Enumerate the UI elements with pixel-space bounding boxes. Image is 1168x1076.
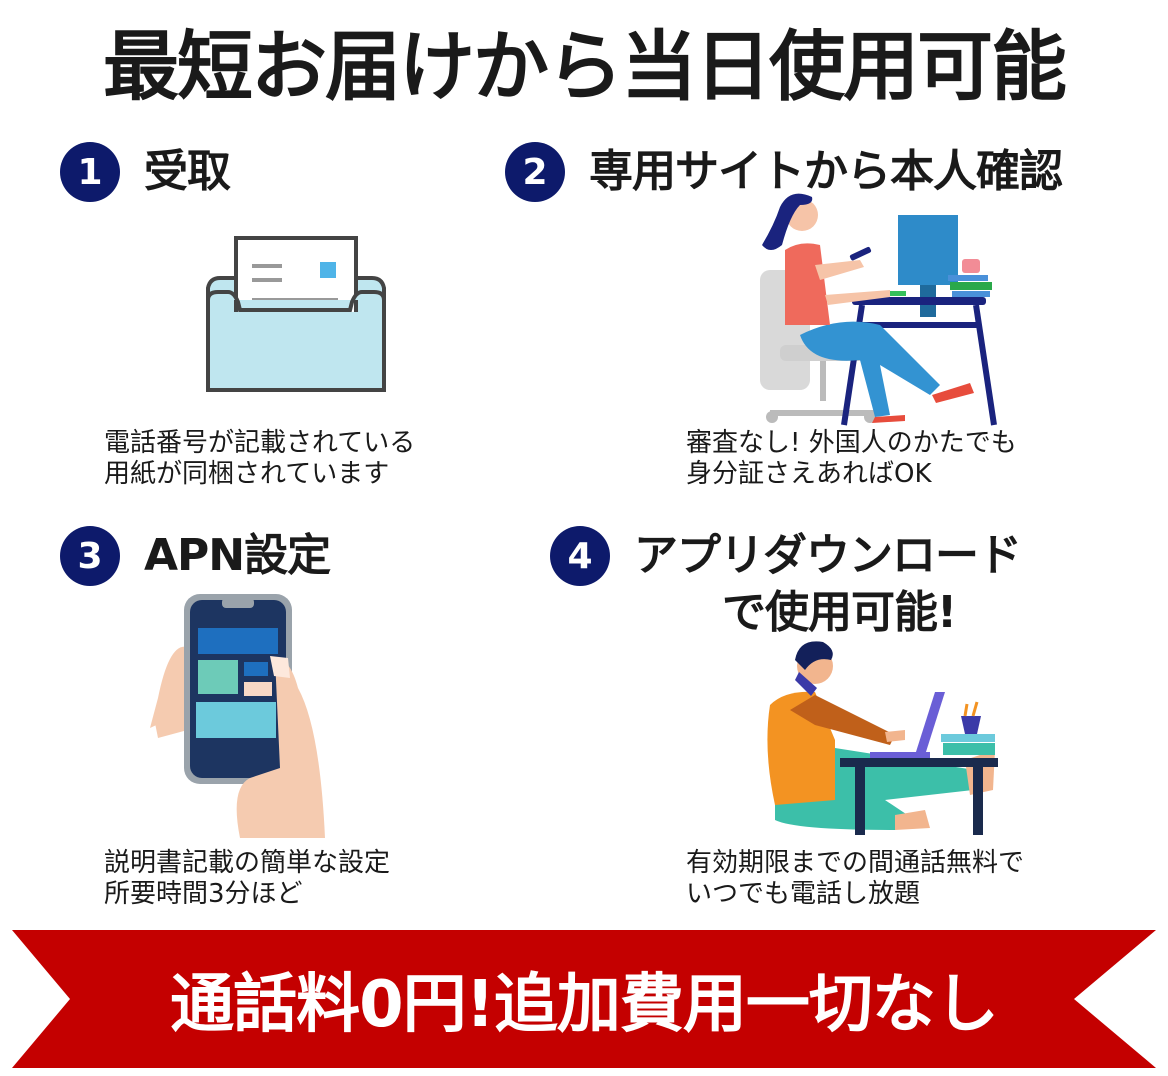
page-title: 最短お届けから当日使用可能: [103, 22, 1067, 111]
step-description: 有効期限までの間通話無料で いつでも電話し放題: [686, 848, 1025, 909]
step-1-header: 1 受取: [60, 142, 231, 202]
step-number-badge: 2: [505, 142, 565, 202]
hand-holding-smartphone: [150, 594, 325, 838]
step-title: APN設定: [144, 530, 331, 581]
step-3-header: 3 APN設定: [60, 526, 331, 586]
woman-at-desk-computer: [760, 193, 997, 426]
promo-banner-ribbon: [12, 930, 1156, 1068]
step-title-line-2: で使用可能!: [722, 587, 957, 638]
step-number-badge: 1: [60, 142, 120, 202]
man-on-phone-laptop: [767, 641, 998, 835]
envelope-letter-icon: [206, 236, 386, 392]
step-2-header: 2 専用サイトから本人確認: [505, 142, 1063, 202]
step-description: 電話番号が記載されている 用紙が同梱されています: [104, 428, 416, 489]
step-number-badge: 3: [60, 526, 120, 586]
step-title: 専用サイトから本人確認: [589, 146, 1063, 197]
step-number-badge: 4: [550, 526, 610, 586]
step-title: アプリダウンロード: [634, 530, 1022, 581]
step-description: 審査なし! 外国人のかたでも 身分証さえあればOK: [686, 428, 1017, 489]
step-title: 受取: [144, 146, 231, 197]
step-4-header: 4 アプリダウンロード: [550, 526, 1022, 586]
step-description: 説明書記載の簡単な設定 所要時間3分ほど: [104, 848, 391, 909]
promo-banner-text: 通話料0円!追加費用一切なし: [170, 968, 999, 1042]
